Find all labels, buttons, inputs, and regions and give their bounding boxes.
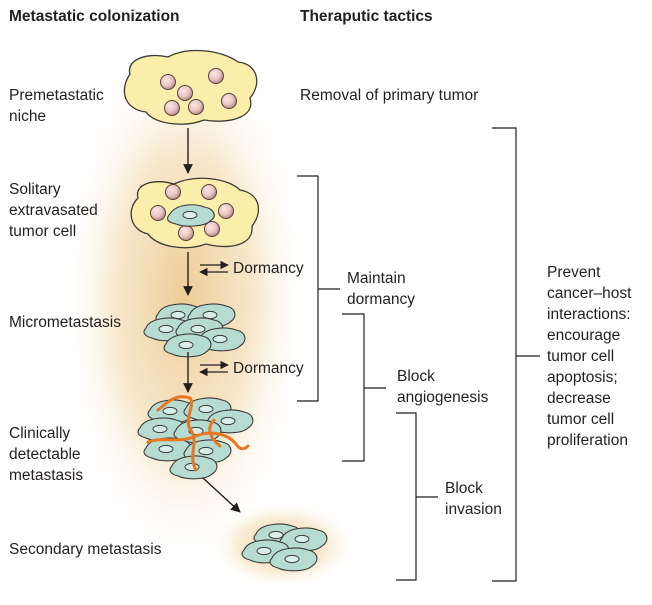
secondary-metastasis-cluster bbox=[241, 523, 328, 572]
premetastatic-niche bbox=[123, 49, 258, 125]
tactic-maintain-dormancy: Maintain dormancy bbox=[347, 270, 416, 308]
bracket-block-invasion bbox=[396, 412, 438, 581]
progression-arrow bbox=[202, 477, 241, 513]
solitary-tumor-cell-niche bbox=[130, 177, 260, 249]
bracket-prevent-interactions bbox=[492, 127, 540, 582]
clinical-metastasis-cluster bbox=[137, 395, 254, 480]
stage-label-premetastatic-niche: Premetastatic niche bbox=[9, 87, 104, 125]
bracket-maintain-dormancy bbox=[297, 175, 340, 402]
dormancy-label: Dormancy bbox=[233, 260, 304, 277]
dormancy-label: Dormancy bbox=[233, 360, 304, 377]
tactic-block-invasion: Block invasion bbox=[445, 480, 502, 518]
header-metastatic-colonization: Metastatic colonization bbox=[9, 8, 180, 25]
micrometastasis-cluster bbox=[143, 303, 246, 358]
stage-label-secondary-metastasis: Secondary metastasis bbox=[9, 541, 162, 558]
stage-label-micrometastasis: Micrometastasis bbox=[9, 314, 121, 331]
tumor-glow bbox=[60, 32, 310, 568]
tactic-block-angiogenesis: Block angiogenesis bbox=[397, 368, 489, 406]
dormancy-arrows bbox=[199, 360, 229, 377]
tactic-prevent-interactions: Prevent cancer–host interactions: encour… bbox=[547, 264, 632, 449]
blood-vessel bbox=[156, 395, 198, 472]
dormancy-arrows bbox=[199, 260, 229, 277]
blood-vessel bbox=[208, 418, 222, 448]
blood-vessel bbox=[146, 431, 250, 451]
stage-label-clinical-metastasis: Clinically detectable metastasis bbox=[9, 425, 84, 484]
header-therapeutic-tactics: Theraputic tactics bbox=[300, 8, 433, 25]
tactic-removal-primary-tumor: Removal of primary tumor bbox=[300, 87, 479, 104]
bracket-block-angiogenesis bbox=[342, 313, 386, 462]
stage-label-solitary-tumor-cell: Solitary extravasated tumor cell bbox=[9, 181, 98, 240]
